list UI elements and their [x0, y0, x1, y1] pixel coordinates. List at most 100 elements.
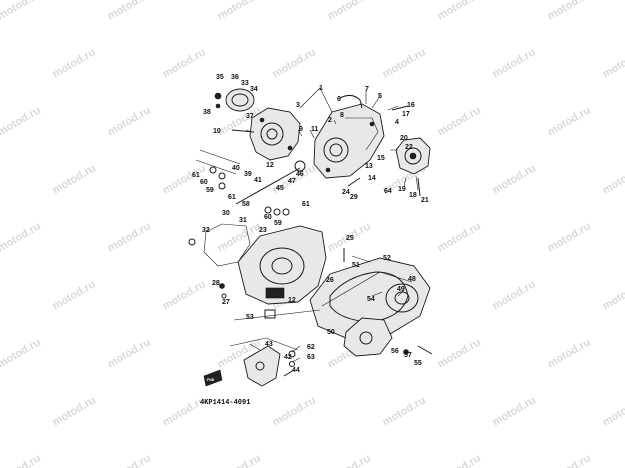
watermark-text: motod.ru [0, 336, 43, 370]
front-badge-label: FWD [207, 379, 215, 383]
callout-38: 38 [203, 109, 211, 116]
callout-59b: 59 [274, 220, 282, 227]
front-direction-badge: FWD [203, 369, 223, 387]
callout-42: 42 [284, 354, 292, 361]
watermark-text: motod.ru [0, 0, 43, 23]
watermark-text: motod.ru [51, 162, 98, 196]
callout-50: 50 [327, 329, 335, 336]
watermark-text: motod.ru [491, 46, 538, 80]
mount-bracket [243, 345, 281, 387]
callout-48: 48 [408, 276, 416, 283]
callout-2: 2 [328, 117, 332, 124]
watermark-text: motod.ru [546, 220, 593, 254]
diagram-reference-code: 4KP1414-4091 [200, 399, 250, 407]
callout-63: 63 [307, 354, 315, 361]
callout-25: 25 [346, 235, 354, 242]
callout-12: 12 [266, 162, 274, 169]
watermark-text: motod.ru [436, 336, 483, 370]
callout-3: 3 [296, 102, 300, 109]
watermark-text: motod.ru [271, 46, 318, 80]
callout-9: 9 [299, 126, 303, 133]
watermark-text: motod.ru [601, 162, 625, 196]
watermark-text: motod.ru [546, 0, 593, 23]
callout-59a: 59 [206, 187, 214, 194]
watermark-text: motod.ru [546, 452, 593, 468]
callout-41: 41 [254, 177, 262, 184]
watermark-text: motod.ru [51, 278, 98, 312]
callout-51: 51 [352, 262, 360, 269]
watermark-text: motod.ru [601, 278, 625, 312]
watermark-text: motod.ru [216, 0, 263, 23]
callout-37: 37 [246, 113, 254, 120]
watermark-text: motod.ru [381, 394, 428, 428]
bracket-assembly [229, 337, 299, 387]
watermark-text: motod.ru [0, 104, 43, 138]
callout-57: 57 [404, 352, 412, 359]
watermark-text: motod.ru [491, 278, 538, 312]
callout-11: 11 [311, 126, 319, 133]
drive-belt [329, 271, 409, 323]
callout-60a: 60 [200, 179, 208, 186]
watermark-text: motod.ru [601, 394, 625, 428]
watermark-text: motod.ru [51, 46, 98, 80]
watermark-text: motod.ru [436, 0, 483, 23]
watermark-text: motod.ru [161, 46, 208, 80]
watermark-text: motod.ru [436, 220, 483, 254]
crankcase-assembly [195, 88, 431, 262]
callout-26: 26 [326, 277, 334, 284]
watermark-text: motod.ru [106, 220, 153, 254]
callout-52: 52 [383, 255, 391, 262]
callout-33: 33 [241, 80, 249, 87]
watermark-text: motod.ru [546, 104, 593, 138]
watermark-text: motod.ru [216, 452, 263, 468]
callout-16: 16 [407, 102, 415, 109]
watermark-text: motod.ru [381, 46, 428, 80]
callout-58: 58 [242, 201, 250, 208]
watermark-text: motod.ru [106, 0, 153, 23]
watermark-text: motod.ru [161, 278, 208, 312]
callout-22: 22 [405, 144, 413, 151]
reed-valve-cover [225, 88, 255, 112]
callout-4: 4 [395, 119, 399, 126]
leader-lines [245, 87, 419, 363]
watermark-text: motod.ru [106, 104, 153, 138]
callout-24: 24 [342, 189, 350, 196]
callout-43: 43 [265, 341, 273, 348]
callout-61b: 61 [228, 194, 236, 201]
callout-31: 31 [239, 217, 247, 224]
callout-32: 32 [202, 227, 210, 234]
watermark-text: motod.ru [106, 452, 153, 468]
callout-55: 55 [414, 360, 422, 367]
callout-10: 10 [213, 128, 221, 135]
watermark-text: motod.ru [491, 162, 538, 196]
callout-19: 19 [398, 186, 406, 193]
callout-35: 35 [216, 74, 224, 81]
left-crankcase [249, 107, 301, 161]
callout-62: 62 [307, 344, 315, 351]
cover-assembly [188, 223, 327, 319]
breather-hose [339, 94, 363, 109]
callout-labels: 35 36 33 34 38 37 1 3 2 7 6 5 16 17 8 4 … [192, 74, 429, 374]
callout-36: 36 [231, 74, 239, 81]
callout-13: 13 [365, 163, 373, 170]
callout-23: 23 [259, 227, 267, 234]
callout-64: 64 [384, 188, 392, 195]
watermark-text: motod.ru [601, 46, 625, 80]
callout-27: 27 [222, 299, 230, 306]
callout-6: 6 [337, 96, 341, 103]
callout-20: 20 [400, 135, 408, 142]
callout-34: 34 [250, 86, 258, 93]
watermark-text: motod.ru [326, 452, 373, 468]
watermark-text: motod.ru [51, 394, 98, 428]
callout-40: 40 [232, 165, 240, 172]
callout-28: 28 [212, 280, 220, 287]
watermark-text: motod.ru [546, 336, 593, 370]
watermark-text: motod.ru [106, 336, 153, 370]
callout-12b: 12 [288, 297, 296, 304]
callout-46: 46 [296, 171, 304, 178]
callout-29: 29 [350, 194, 358, 201]
callout-54: 54 [367, 296, 375, 303]
callout-1: 1 [319, 85, 323, 92]
callout-15: 15 [377, 155, 385, 162]
